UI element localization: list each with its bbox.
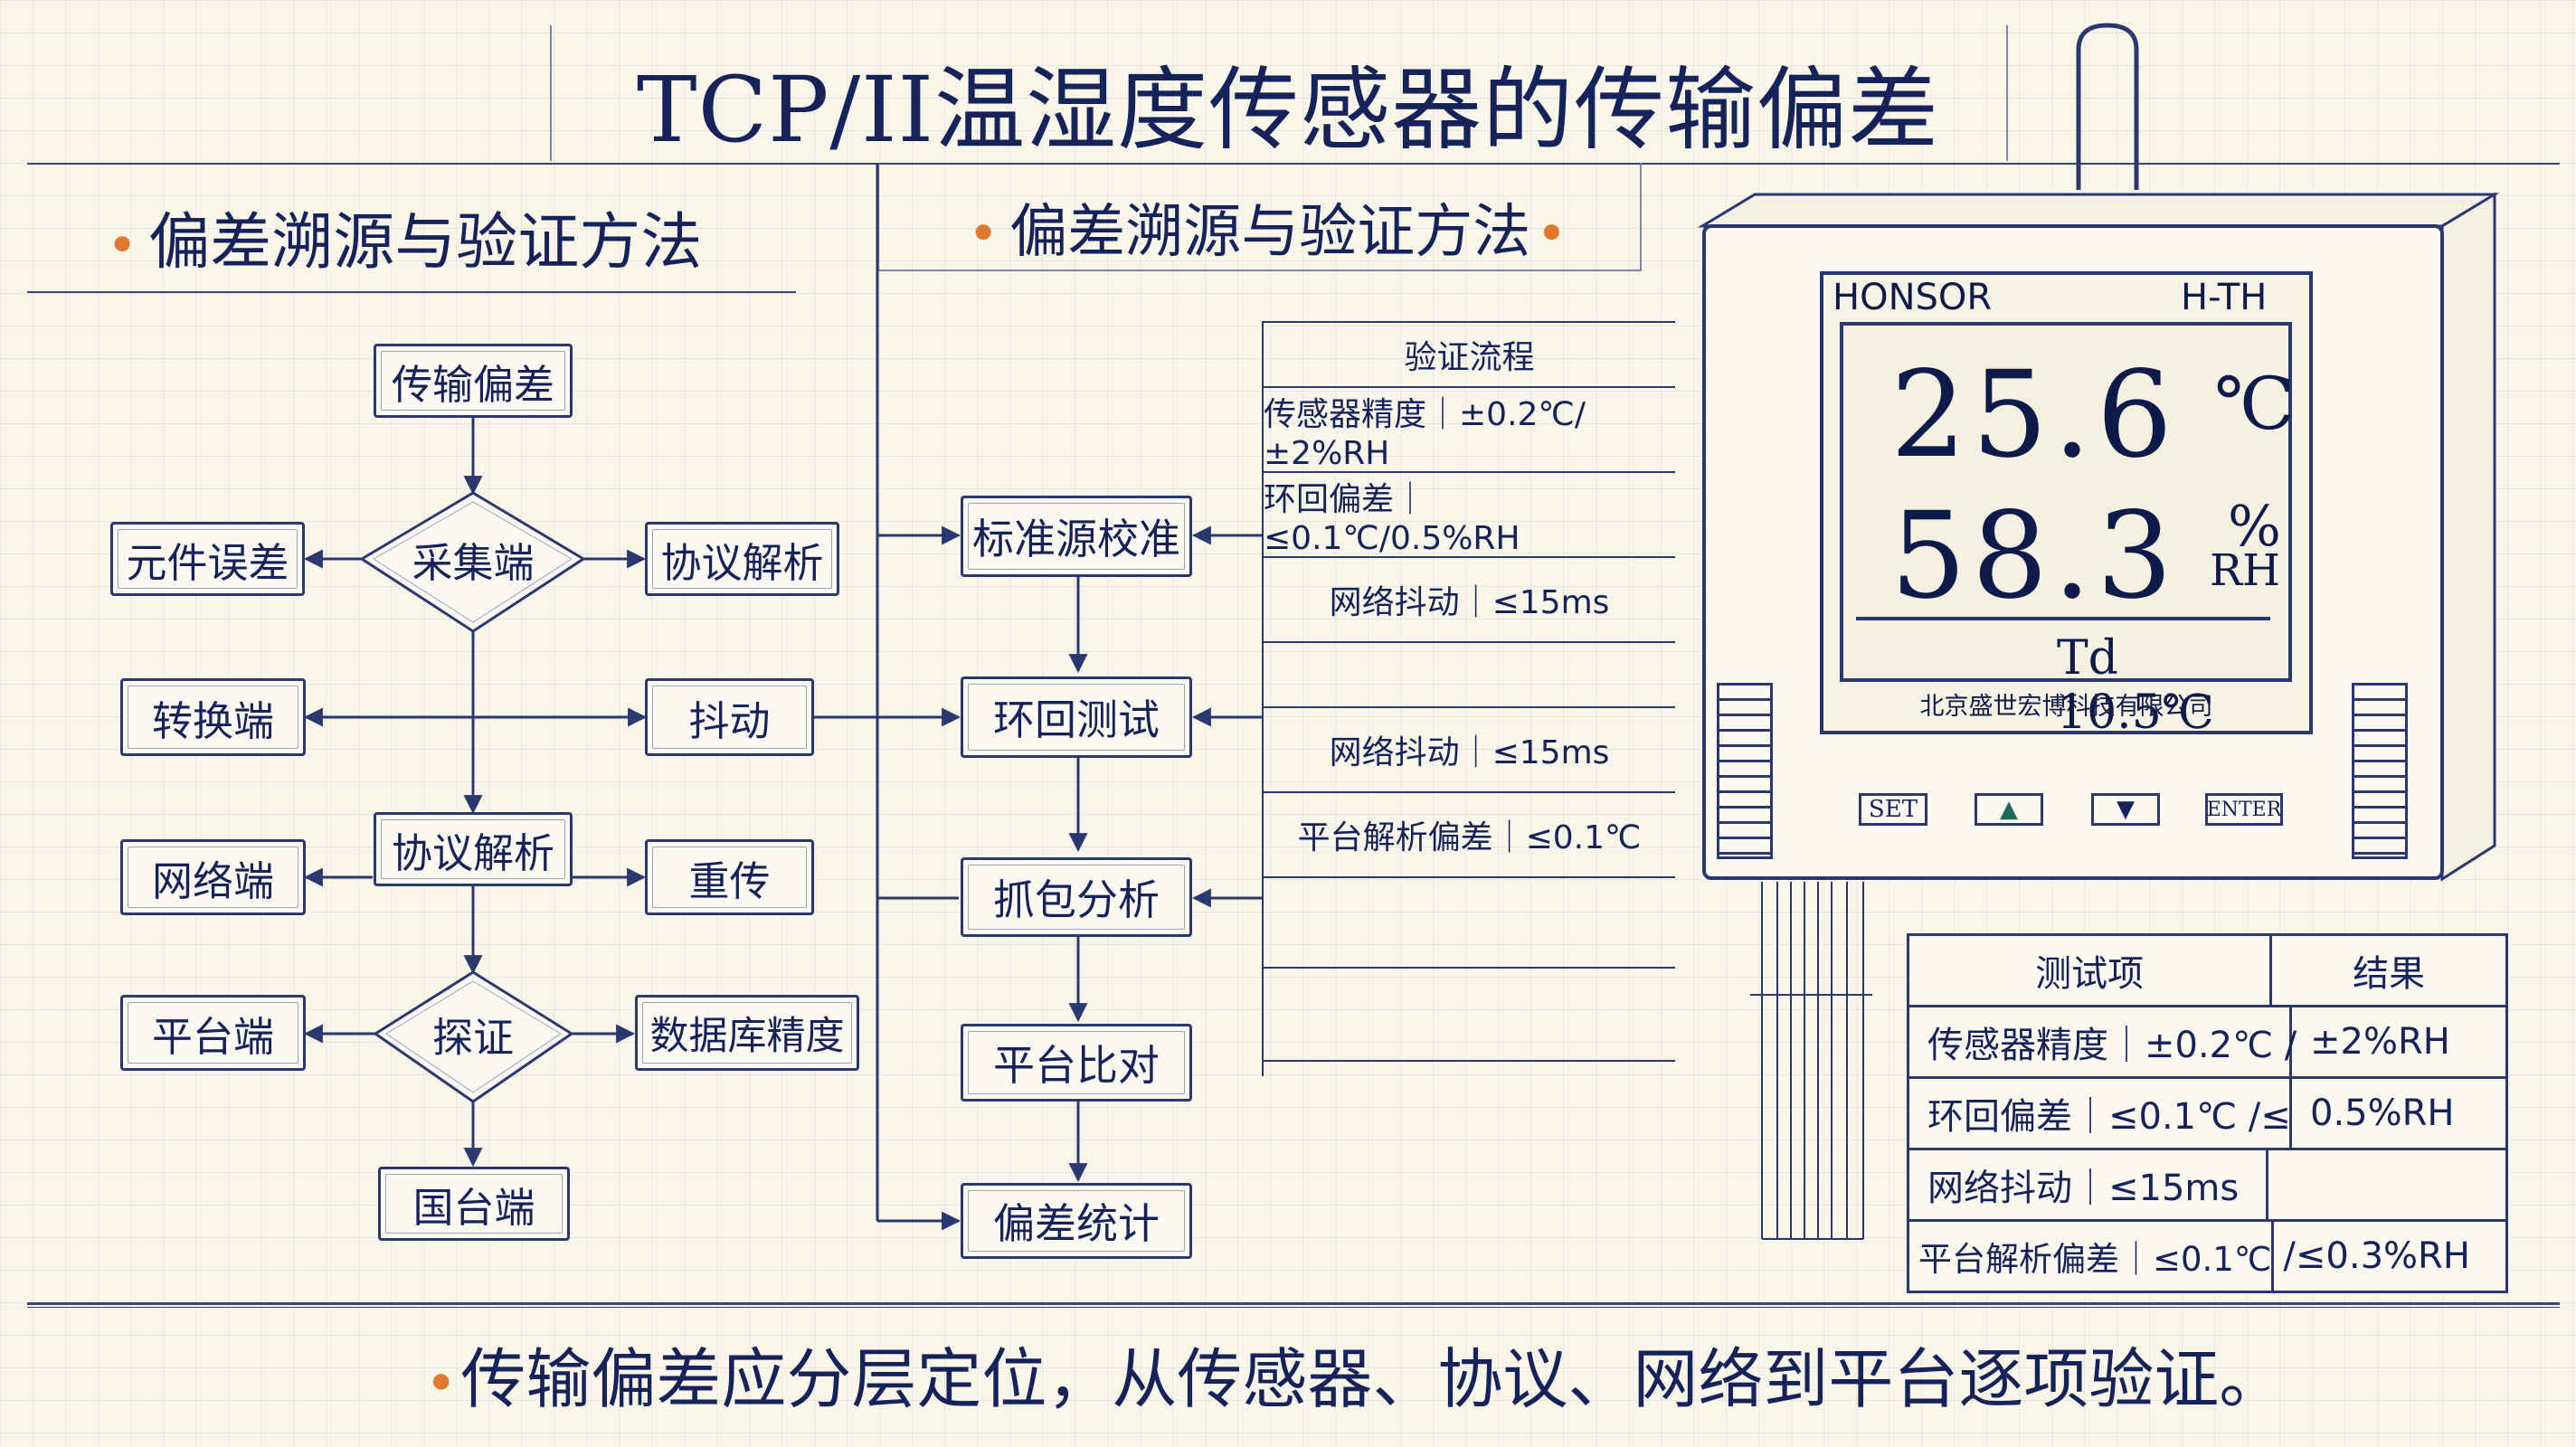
humidity-unit-percent: % — [2228, 493, 2281, 559]
flow-diamond-probe: 探证 — [431, 1013, 514, 1062]
dewpoint-value: Td 10.5℃ — [2057, 631, 2214, 740]
device-model: H-TH — [2181, 277, 2268, 318]
flow-box-protocol-parse-2: 协议解析 — [374, 812, 573, 886]
verify-table: 验证流程 传感器精度｜±0.2℃/±2%RH 环回偏差｜≤0.1℃/0.5%RH… — [1262, 321, 1675, 1076]
results-row: 传感器精度｜±0.2℃ / ±2%RH — [1909, 1007, 2505, 1079]
enter-button[interactable]: ENTER — [2205, 793, 2283, 826]
verify-table-row — [1264, 876, 1675, 967]
flow-box-db-precision: 数据库精度 — [635, 995, 859, 1071]
results-cell-result: 0.5%RH — [2310, 1092, 2455, 1134]
flow-box-protocol-parse: 协议解析 — [645, 522, 839, 596]
temperature-unit: ℃ — [2214, 362, 2296, 446]
step-box-platform-compare: 平台比对 — [961, 1024, 1192, 1102]
set-button[interactable]: SET — [1859, 793, 1927, 826]
step-box-loopback-test: 环回测试 — [961, 676, 1192, 758]
device-company: 北京盛世宏博科技有限公司 — [1919, 693, 2213, 721]
results-cell-item: 环回偏差｜≤0.1℃ /≤ — [1909, 1079, 2292, 1148]
results-cell-result: ±2%RH — [2310, 1021, 2450, 1063]
flow-box-platform: 平台端 — [120, 995, 306, 1071]
verify-table-row: 平台解析偏差｜≤0.1℃ — [1264, 791, 1675, 876]
step-box-standard-calibration: 标准源校准 — [961, 496, 1192, 577]
step-box-deviation-stats: 偏差统计 — [961, 1183, 1192, 1259]
bullet-dot-icon: • — [425, 1352, 458, 1415]
flow-box-jitter: 抖动 — [645, 678, 814, 756]
results-cell-result: /≤0.3%RH — [2283, 1235, 2470, 1277]
device-brand: HONSOR — [1833, 277, 1993, 318]
left-section-divider — [27, 291, 796, 293]
up-arrow-button[interactable]: ▲ — [1975, 793, 2043, 826]
bullet-dot-icon: • — [968, 203, 999, 264]
temperature-value: 25.6 — [1890, 345, 2178, 485]
humidity-value: 58.3 — [1890, 487, 2178, 626]
verify-table-row — [1264, 641, 1675, 706]
page-title: TCP/II温湿度传感器的传输偏差 — [636, 57, 1940, 163]
verify-table-row — [1264, 967, 1675, 1062]
title-divider — [27, 163, 2560, 165]
verify-table-row: 传感器精度｜±0.2℃/±2%RH — [1264, 386, 1675, 472]
flow-diamond-collect: 采集端 — [412, 538, 535, 587]
results-header-result: 结果 — [2353, 953, 2426, 995]
results-table-header: 测试项 结果 — [1909, 936, 2505, 1007]
device-lcd: 25.6 ℃ 58.3 % RH Td 10.5℃ — [1840, 322, 2296, 740]
results-cell-item: 平台解析偏差｜≤0.1℃ — [1909, 1222, 2275, 1291]
step-box-packet-capture: 抓包分析 — [961, 857, 1192, 937]
vent-grille-left — [1717, 683, 1773, 859]
humidity-unit-rh: RH — [2210, 545, 2280, 596]
flow-box-bottom-platform: 国台端 — [378, 1167, 570, 1241]
results-row: 平台解析偏差｜≤0.1℃ /≤0.3%RH — [1909, 1222, 2505, 1293]
verify-table-row: 网络抖动｜≤15ms — [1264, 706, 1675, 791]
flow-box-transmission-deviation: 传输偏差 — [374, 344, 573, 418]
title-frame — [550, 25, 2008, 161]
vent-grille-right — [2352, 683, 2408, 859]
mid-section-title: •偏差溯源与验证方法• — [968, 199, 1567, 266]
results-row: 网络抖动｜≤15ms — [1909, 1150, 2505, 1222]
bottom-divider-thin — [27, 1307, 2560, 1308]
device-display-frame: HONSOR H-TH 25.6 ℃ 58.3 % RH Td 10.5℃ 北京… — [1820, 271, 2313, 740]
flow-box-network: 网络端 — [120, 839, 306, 915]
results-header-item: 测试项 — [1909, 936, 2273, 1005]
bullet-dot-icon: • — [107, 214, 138, 276]
verify-table-header: 验证流程 — [1264, 321, 1675, 386]
results-cell-item: 网络抖动｜≤15ms — [1909, 1150, 2268, 1219]
flow-box-component-error: 元件误差 — [110, 522, 305, 596]
results-table: 测试项 结果 传感器精度｜±0.2℃ / ±2%RH 环回偏差｜≤0.1℃ /≤… — [1907, 933, 2508, 1293]
results-row: 环回偏差｜≤0.1℃ /≤ 0.5%RH — [1909, 1079, 2505, 1150]
flow-box-convert: 转换端 — [120, 678, 306, 756]
bullet-dot-icon: • — [1536, 203, 1567, 264]
lcd-divider — [1856, 617, 2270, 620]
verify-table-row: 环回偏差｜≤0.1℃/0.5%RH — [1264, 471, 1675, 557]
results-cell-item: 传感器精度｜±0.2℃ / — [1909, 1007, 2297, 1076]
flow-box-retransmit: 重传 — [645, 839, 814, 915]
verify-table-row: 网络抖动｜≤15ms — [1264, 556, 1675, 641]
bottom-divider — [27, 1302, 2560, 1305]
conclusion-text: •传输偏差应分层定位，从传感器、协议、网络到平台逐项验证。 — [425, 1341, 2285, 1417]
down-arrow-button[interactable]: ▼ — [2091, 793, 2160, 826]
results-cell-result — [2268, 1150, 2505, 1219]
left-section-title: •偏差溯源与验证方法 — [107, 207, 703, 279]
